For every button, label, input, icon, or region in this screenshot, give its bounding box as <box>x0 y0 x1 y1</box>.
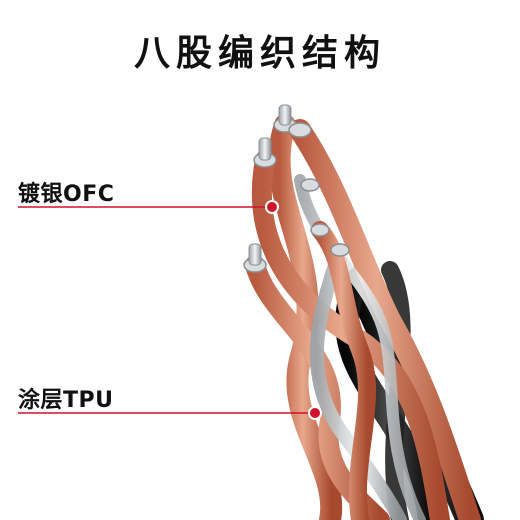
label-tpu-coating: 涂层TPU <box>18 388 114 413</box>
label-silver-plated-ofc: 镀银OFC <box>18 182 115 207</box>
callout-ofc <box>18 200 279 214</box>
callout-tpu <box>18 406 322 420</box>
strand-tips <box>243 104 350 273</box>
page-title: 八股编织结构 <box>133 33 386 74</box>
